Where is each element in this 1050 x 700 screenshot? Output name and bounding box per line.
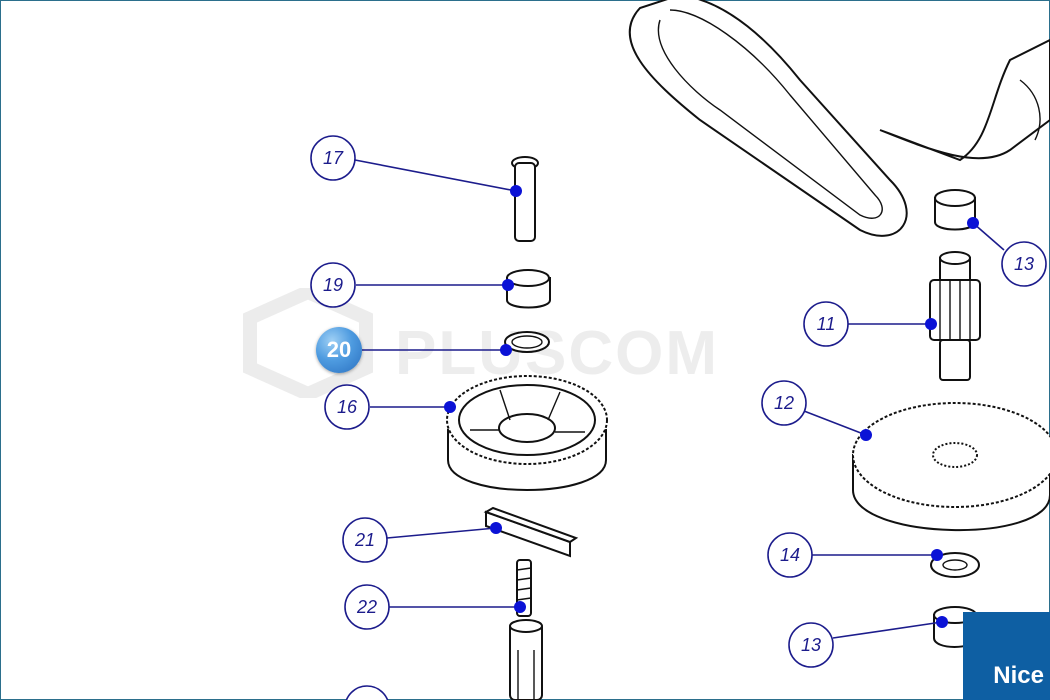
svg-text:13: 13 [801, 635, 821, 655]
shaft-bottom [509, 619, 543, 700]
leader-lines [354, 159, 1005, 639]
callout-13-top[interactable]: 13 [1001, 241, 1047, 287]
callout-20-highlighted-badge[interactable]: 20 [316, 327, 362, 373]
callout-14[interactable]: 14 [767, 532, 813, 578]
belt-drawing [628, 0, 1050, 237]
callout-19[interactable]: 19 [310, 262, 356, 308]
callout-21[interactable]: 21 [342, 517, 388, 563]
part-17-pin [511, 156, 539, 242]
part-16-gear [446, 375, 608, 491]
brand-logo: Nice [963, 612, 1050, 700]
callout-12[interactable]: 12 [761, 380, 807, 426]
part-19-bushing [506, 269, 551, 309]
part-12-gear [852, 402, 1050, 531]
part-14-washer [930, 552, 980, 578]
callout-16[interactable]: 16 [324, 384, 370, 430]
callout-partial-bottom [345, 685, 389, 700]
callout-13-bottom[interactable]: 13 [788, 622, 834, 668]
brand-logo-text: Nice [993, 662, 1044, 689]
svg-text:19: 19 [323, 275, 343, 295]
part-21-key [483, 506, 579, 558]
svg-text:12: 12 [774, 393, 794, 413]
callout-17[interactable]: 17 [310, 135, 356, 181]
svg-text:13: 13 [1014, 254, 1034, 274]
svg-text:11: 11 [817, 314, 836, 334]
watermark: PLUSCOM [395, 319, 719, 388]
svg-text:16: 16 [337, 397, 358, 417]
callout-22[interactable]: 22 [344, 584, 390, 630]
svg-text:21: 21 [354, 530, 375, 550]
part-11-pinion [929, 251, 981, 381]
svg-text:22: 22 [356, 597, 377, 617]
svg-text:17: 17 [323, 148, 344, 168]
watermark-logo-icon [243, 288, 373, 398]
anchor-dots [444, 185, 979, 628]
part-13-bushing-top [934, 189, 976, 231]
svg-text:14: 14 [780, 545, 800, 565]
callout-11[interactable]: 11 [803, 301, 849, 347]
part-20-snap-ring [504, 331, 550, 353]
